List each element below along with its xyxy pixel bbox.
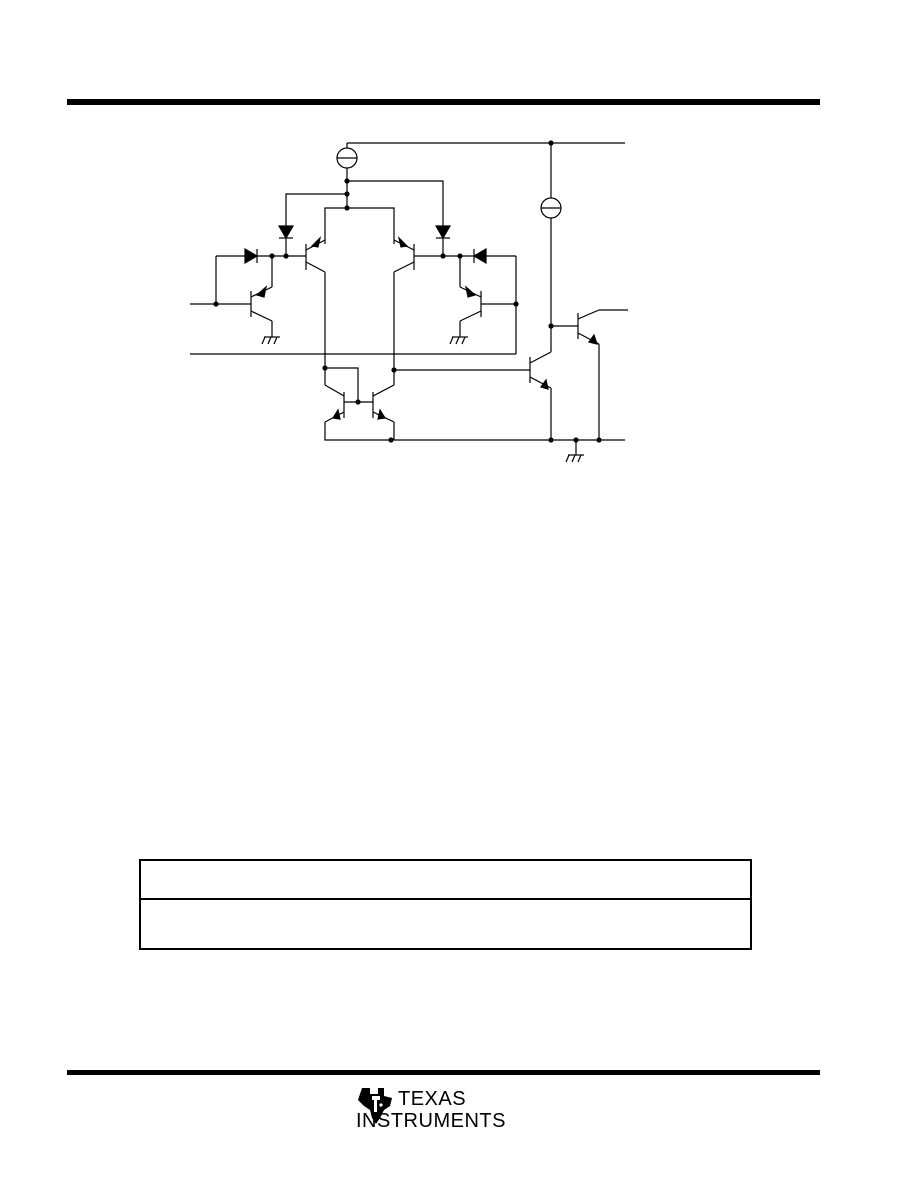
output-ground [565, 437, 585, 463]
transistor-q4 [190, 256, 519, 355]
logo-line-instruments: INSTRUMENTS [356, 1110, 506, 1133]
logo-text-instruments: INSTRUMENTS [356, 1110, 506, 1132]
diode-left-input [216, 247, 306, 265]
bias-wires [285, 180, 444, 244]
table [139, 859, 752, 950]
diode-left [277, 225, 295, 256]
current-source-1 [336, 143, 358, 211]
supply-rail [347, 140, 625, 146]
bottom-rule [67, 1070, 820, 1075]
diode-right [434, 225, 452, 256]
logo-line-texas: TEXAS [398, 1088, 466, 1111]
current-source-2 [540, 143, 562, 352]
top-rule [67, 99, 820, 105]
diode-right-input [414, 247, 516, 265]
ti-logo: TEXAS INSTRUMENTS [356, 1084, 526, 1142]
transistor-q3 [190, 256, 281, 345]
ti-state-logo-icon [358, 1088, 392, 1124]
transistor-q5 [394, 351, 554, 443]
transistor-q6 [551, 309, 628, 443]
logo-text-texas: TEXAS [398, 1088, 467, 1110]
transistor-q1 [305, 236, 326, 368]
transistor-q2 [393, 236, 415, 370]
current-mirror [322, 365, 625, 443]
table-header-row [141, 861, 750, 900]
